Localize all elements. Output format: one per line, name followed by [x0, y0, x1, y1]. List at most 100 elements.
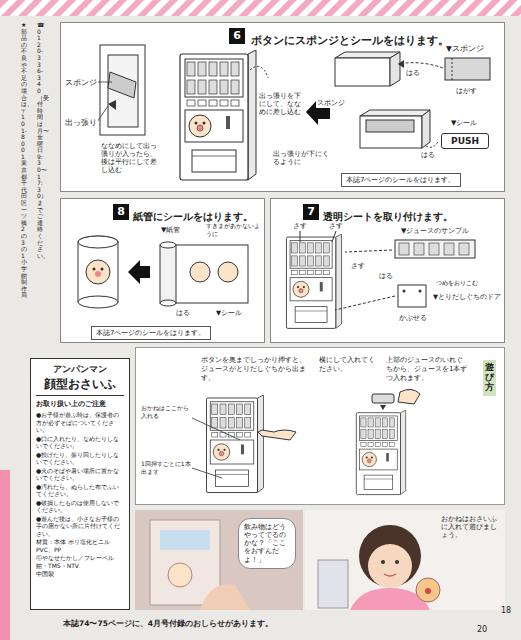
- part-label: ななめにして出っ張りが入ったら、後は平行にして差し込む: [100, 142, 164, 175]
- label-holder: ▼紙管: [160, 225, 181, 235]
- label-holder: さす: [350, 262, 366, 271]
- part-label: ▼シール: [215, 309, 243, 318]
- node-text: ●投げたり、振り回したりしないでください。: [36, 451, 124, 466]
- node-text: ●汚れたら、ぬらした布でふいてください。: [36, 483, 124, 498]
- part-label: スポンジ: [64, 78, 98, 88]
- step-panel: 紙管にシールをはります。8本誌7ページのシールをはります。: [60, 198, 265, 343]
- node-text: 顔型おさいふ: [36, 376, 124, 396]
- vertical-note: ☎0120-336-340（受付時間は月〜金曜日9:30〜17:30）までご連絡…: [36, 22, 44, 259]
- part-label: ▼シール: [450, 118, 478, 128]
- label-holder: はる: [405, 68, 421, 78]
- part-label: 上部のジュースのいれぐちから、ジュースを1本ずつ入れます。: [385, 356, 469, 382]
- label-holder: 18: [500, 606, 512, 615]
- node-text: ●お子様が遊ぶ時は、保護者の方が必ずそばについてください。: [36, 411, 124, 434]
- label-holder: 上部のジュースのいれぐちから、ジュースを1本ずつ入れます。: [385, 356, 469, 382]
- part-label: ▼とりだしぐちのドア: [432, 293, 502, 302]
- part-label: 1回押すごとに1本出ます: [140, 460, 192, 475]
- label-holder: ▼シール: [450, 118, 478, 128]
- part-label: はる: [175, 309, 191, 318]
- step-panel: 透明シートを取り付けます。7: [270, 198, 505, 343]
- label-holder: ななめにして出っ張りが入ったら、後は平行にして差し込む: [100, 142, 164, 175]
- part-label: 20: [476, 625, 488, 634]
- label-holder: おかねはおさいふに入れて遊びましょう。: [440, 515, 502, 539]
- node-heading: 本誌7ページのシールをはります。: [346, 175, 456, 185]
- node-text: 中国製: [36, 570, 124, 578]
- part-label: スポンジ: [316, 98, 346, 108]
- label-holder: 20: [476, 625, 488, 634]
- part-label: さす: [292, 222, 308, 231]
- step-number: 7: [303, 204, 319, 220]
- label-holder: はがす: [455, 86, 478, 96]
- node-heading: 7: [303, 204, 319, 220]
- label-holder: ▼ジュースのサンプル: [400, 226, 470, 236]
- node-text: ⓒやなせたかし／フレーベル館・TMS・NTV: [36, 554, 124, 569]
- label-holder: おかねはここから入れる: [140, 404, 192, 419]
- node-text: ●火のそばや暑い場所に置かないでください。: [36, 467, 124, 482]
- label-holder: ☎0120-336-340（受付時間は月〜金曜日9:30〜17:30）までご連絡…: [36, 22, 44, 259]
- part-label: はる: [405, 68, 421, 78]
- part-label: はる: [420, 150, 436, 160]
- part-label: つめをおりこむ: [435, 279, 479, 288]
- label-holder: ▼シール: [215, 309, 243, 318]
- label-holder: かぶせる: [398, 314, 428, 323]
- label-holder: ★部品の不良や不足の場合は、〒101-8001東京都千代田区一ツ橋2の3の1小学…: [20, 22, 28, 299]
- part-label: はる: [378, 272, 394, 281]
- part-label: 横にして入れてください。: [318, 356, 378, 374]
- part-label: 18: [500, 606, 512, 615]
- node-heading: アンパンマン: [36, 363, 124, 376]
- part-label: ▼ジュースのサンプル: [400, 226, 470, 236]
- label-holder: スポンジ: [316, 98, 346, 108]
- label-holder: つめをおりこむ: [435, 279, 479, 288]
- label-holder: スポンジ: [64, 78, 98, 88]
- part-label: すきまがあかないように: [205, 222, 263, 237]
- part-label: かぶせる: [398, 314, 428, 323]
- step-number: 6: [229, 28, 245, 44]
- label-holder: 本誌74〜75ページに、4月号付録のおしらせがあります。: [62, 619, 274, 629]
- label-holder: 1回押すごとに1本出ます: [140, 460, 192, 475]
- label-holder: ▼とりだしぐちのドア: [432, 293, 502, 302]
- speech-bubble: 飲み物はどうやってでるのかな？「ここをおすんだよ！」: [238, 518, 296, 569]
- label-holder: 出っ張りが下にくるように: [272, 150, 336, 166]
- label-holder: さす: [292, 222, 308, 231]
- node-heading: 6: [229, 28, 245, 44]
- sticker-note: 本誌7ページのシールをはります。: [91, 326, 211, 340]
- label-holder: ▼スポンジ: [445, 44, 485, 54]
- label-holder: すきまがあかないように: [205, 222, 263, 237]
- part-label: 出っ張りを下にして、ななめに差し込む: [258, 92, 306, 116]
- node-heading: 遊び方: [483, 360, 496, 396]
- node-text: ●遊んだ後は、小さなお子様の手の届かない所に片付けてください。: [36, 515, 124, 538]
- node-text: 材質：本体 ポリ塩化ビニル PVC、PP: [36, 538, 124, 553]
- part-label: おかねはここから入れる: [140, 404, 192, 419]
- node-heading: 本誌7ページのシールをはります。: [96, 328, 206, 338]
- sticker-note: 本誌7ページのシールをはります。: [341, 173, 461, 187]
- part-label: 本誌74〜75ページに、4月号付録のおしらせがあります。: [62, 619, 274, 629]
- push-sticker: PUSH: [441, 133, 489, 149]
- part-label: ▼紙管: [160, 225, 181, 235]
- label-holder: 横にして入れてください。: [318, 356, 378, 374]
- part-label: はがす: [455, 86, 478, 96]
- node-text: お取り扱い上のご注意: [36, 399, 124, 409]
- caution-box: アンパンマン顔型おさいふお取り扱い上のご注意 ●お子様が遊ぶ時は、保護者の方が必ず…: [30, 358, 130, 610]
- node-text: ●口に入れたり、なめたりしないでください。: [36, 435, 124, 450]
- node-heading: 飲み物はどうやってでるのかな？「ここをおすんだよ！」: [244, 523, 290, 564]
- part-label: さす: [328, 222, 344, 231]
- vertical-note: ★部品の不良や不足の場合は、〒101-8001東京都千代田区一ツ橋2の3の1小学…: [20, 22, 28, 299]
- label-holder: さす: [328, 222, 344, 231]
- part-label: さす: [350, 262, 366, 271]
- label-holder: はる: [420, 150, 436, 160]
- label-holder: はる: [175, 309, 191, 318]
- node-heading: 8: [113, 204, 129, 220]
- part-label: ボタンを奥までしっかり押すと、ジュースがとりだしぐちから出ます。: [200, 356, 310, 382]
- node-text: ●破損したものは使用しないでください。: [36, 499, 124, 514]
- label-holder: はる: [378, 272, 394, 281]
- label-holder: 出っ張りを下にして、ななめに差し込む: [258, 92, 306, 116]
- part-label: おかねはおさいふに入れて遊びましょう。: [440, 515, 502, 539]
- part-label: ▼スポンジ: [445, 44, 485, 54]
- part-label: 出っ張り: [64, 118, 98, 128]
- label-holder: 出っ張り: [64, 118, 98, 128]
- step-number: 8: [113, 204, 129, 220]
- label-holder: ボタンを奥までしっかり押すと、ジュースがとりだしぐちから出ます。: [200, 356, 310, 382]
- node-heading: PUSH: [446, 136, 484, 146]
- node-heading: ボタンにスポンジとシールをはります。: [251, 33, 449, 48]
